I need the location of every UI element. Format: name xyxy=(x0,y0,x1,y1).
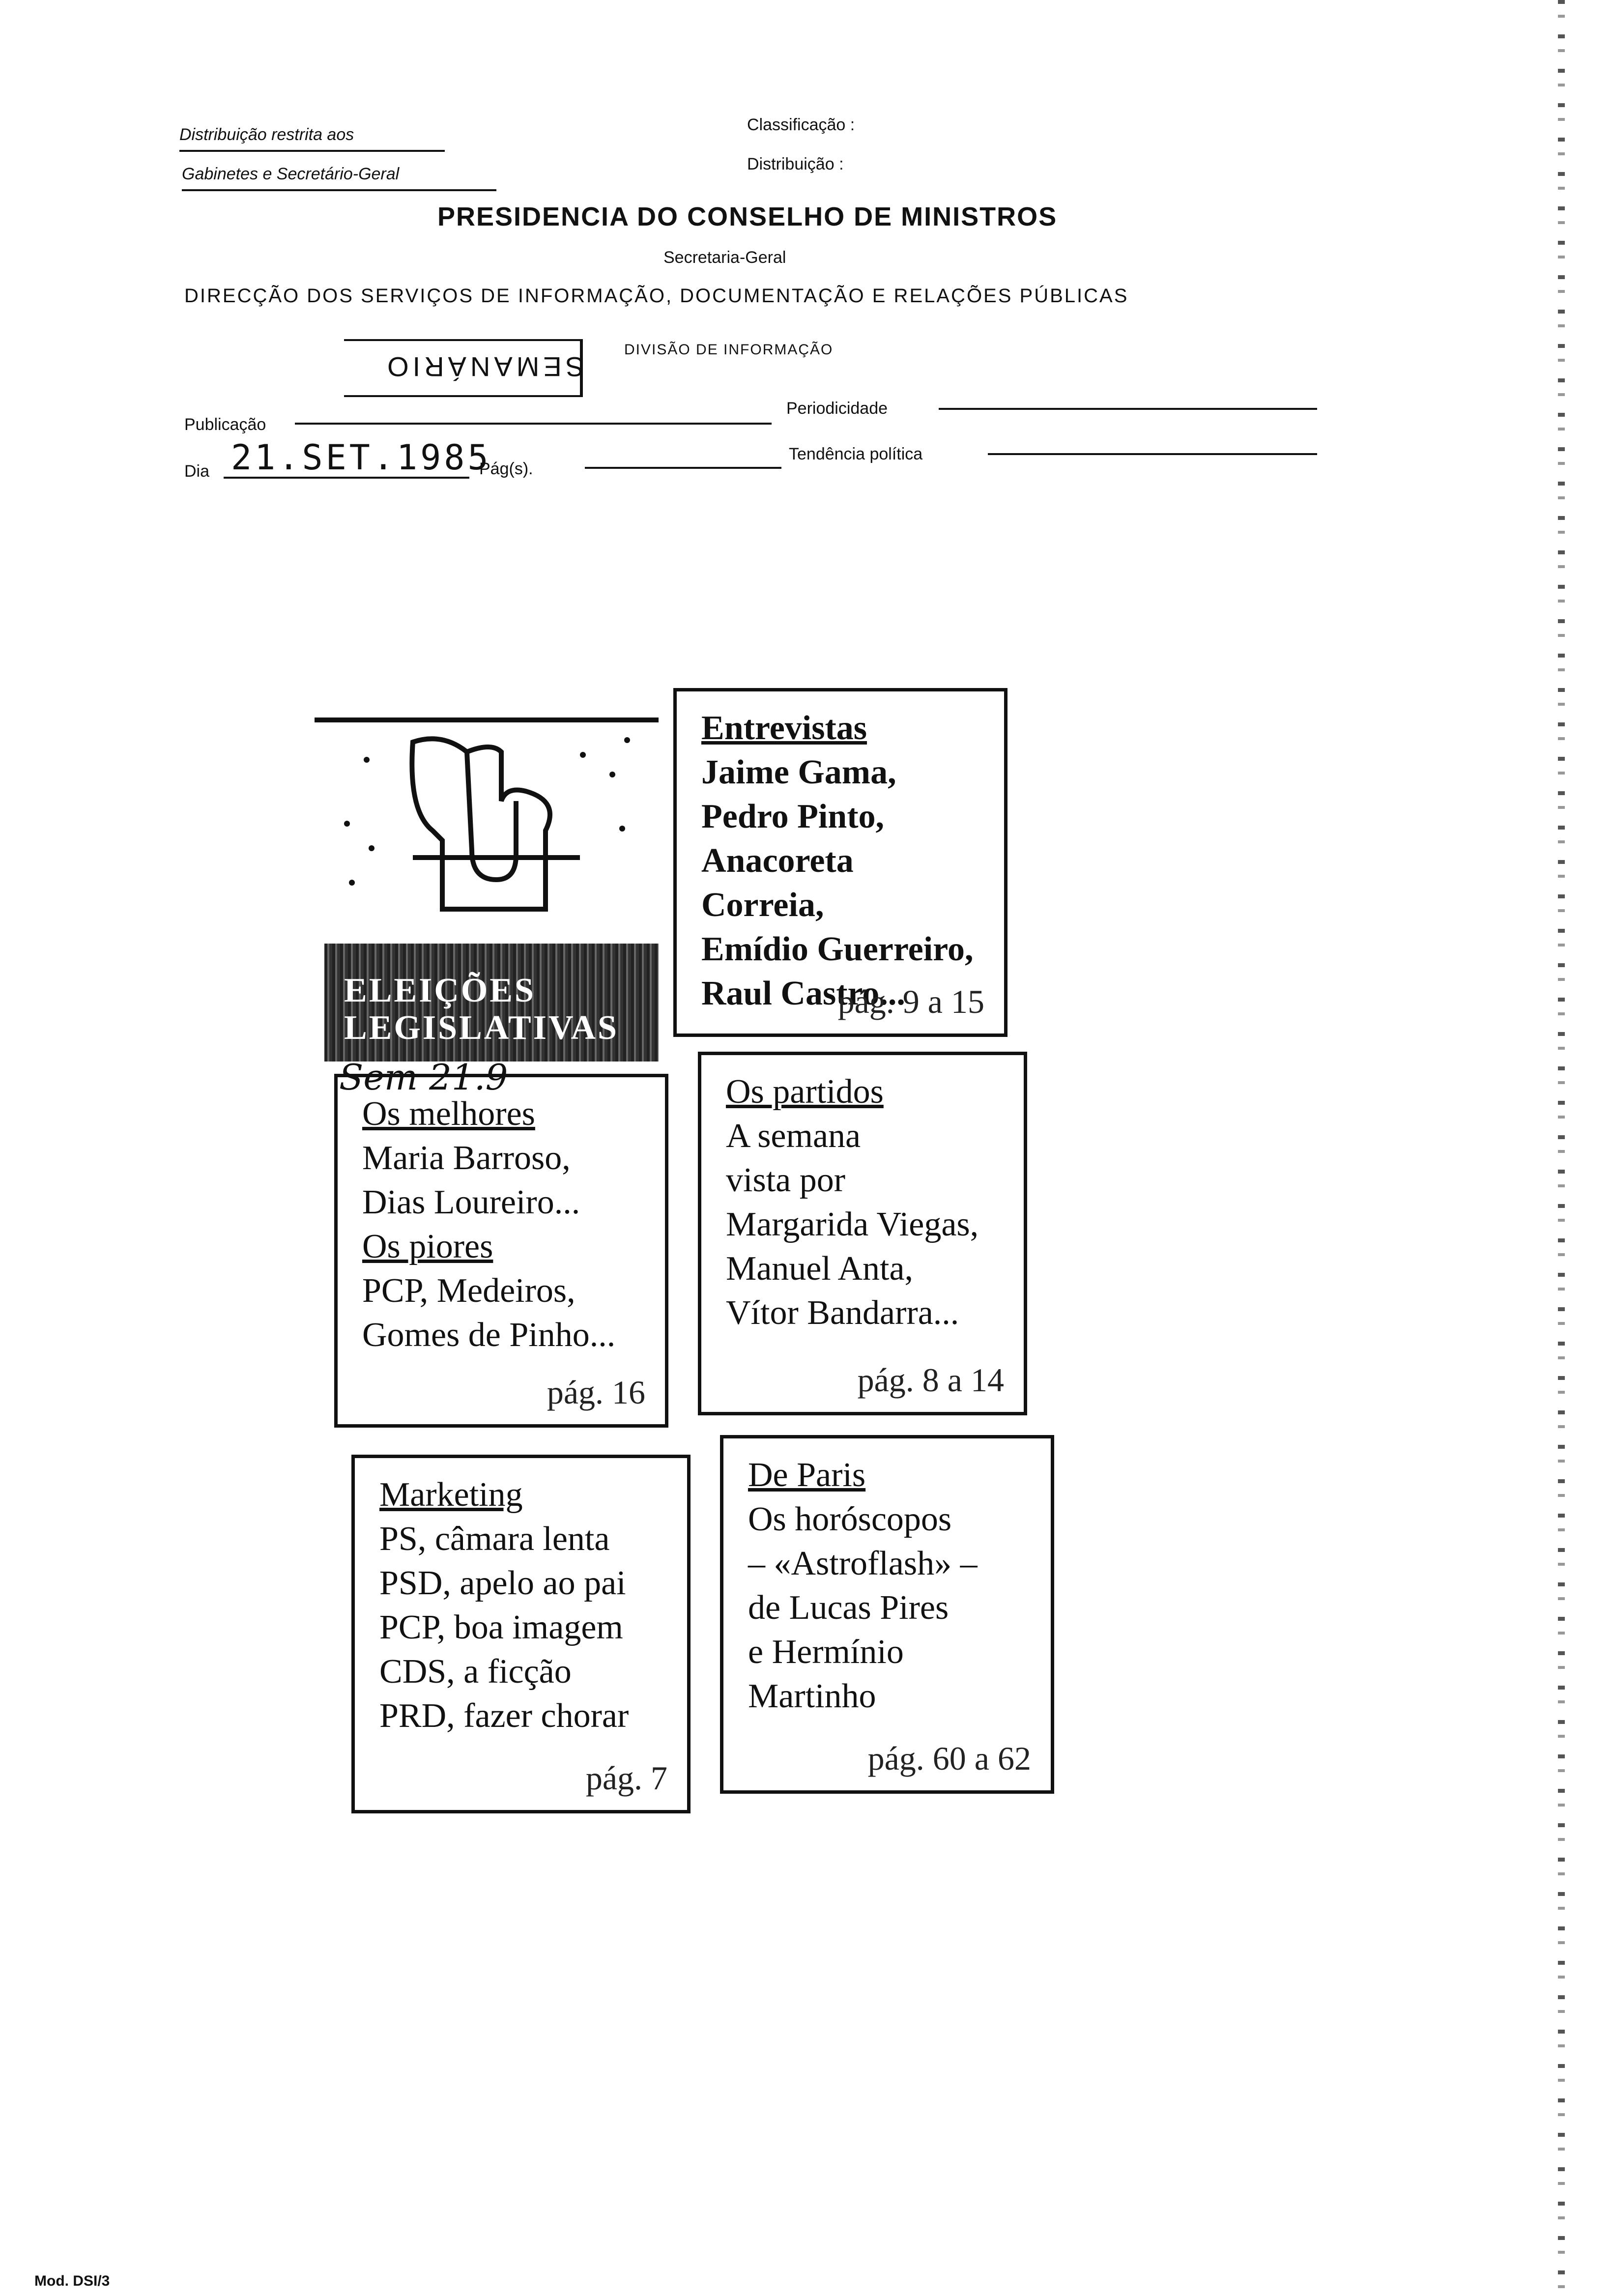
ballot-hand-icon xyxy=(409,736,580,912)
partidos-line: Vítor Bandarra... xyxy=(726,1294,959,1332)
tendencia-label: Tendência política xyxy=(789,445,923,463)
publicacao-label: Publicação xyxy=(184,415,266,434)
decor-dot xyxy=(364,757,370,763)
marketing-line: CDS, a ficção xyxy=(379,1653,572,1691)
restricted-underline1 xyxy=(179,150,445,152)
marketing-heading: Marketing xyxy=(379,1476,523,1514)
decor-dot xyxy=(624,737,630,743)
entrevistas-line: Emídio Guerreiro, xyxy=(701,930,974,968)
tendencia-line xyxy=(988,453,1317,455)
handwritten-note: Sem 21.9 xyxy=(339,1057,508,1098)
form-model-code: Mod. DSI/3 xyxy=(34,2273,110,2289)
partidos-page: pág. 8 a 14 xyxy=(857,1361,1004,1399)
stamp-text: SEMANÁRIO xyxy=(383,351,584,382)
entrevistas-line: Jaime Gama, xyxy=(701,753,896,791)
restricted-underline2 xyxy=(182,189,496,191)
logo-strip: ELEIÇÕES LEGISLATIVAS xyxy=(324,944,659,1062)
partidos-line: Margarida Viegas, xyxy=(726,1205,979,1243)
logo-line1: ELEIÇÕES xyxy=(344,972,536,1009)
melhores-page: pág. 16 xyxy=(547,1374,645,1411)
pags-label: Pág(s). xyxy=(479,459,533,478)
dia-label: Dia xyxy=(184,462,210,481)
melhores-line: PCP, Medeiros, xyxy=(362,1272,576,1310)
decor-dot xyxy=(344,821,350,827)
decor-dot xyxy=(619,826,625,832)
melhores-line: Gomes de Pinho... xyxy=(362,1316,616,1354)
marketing-page: pág. 7 xyxy=(585,1759,667,1797)
box-partidos: Os partidos A semana vista por Margarida… xyxy=(698,1052,1027,1415)
partidos-line: Manuel Anta, xyxy=(726,1250,914,1288)
periodicidade-line xyxy=(939,408,1317,410)
elections-logo: ELEIÇÕES LEGISLATIVAS xyxy=(315,718,659,1062)
dia-value: 21.SET.1985 xyxy=(231,437,491,478)
melhores-line: Dias Loureiro... xyxy=(362,1183,580,1221)
box-marketing: Marketing PS, câmara lenta PSD, apelo ao… xyxy=(351,1455,691,1813)
divisao-label: DIVISÃO DE INFORMAÇÃO xyxy=(624,342,834,358)
page-title: PRESIDENCIA DO CONSELHO DE MINISTROS xyxy=(437,202,1058,231)
dia-line xyxy=(224,477,469,479)
melhores-heading: Os melhores xyxy=(362,1095,535,1133)
box-melhores: Os melhores Maria Barroso, Dias Loureiro… xyxy=(334,1074,668,1428)
decor-dot xyxy=(349,880,355,886)
entrevistas-heading: Entrevistas xyxy=(701,709,867,747)
melhores-line: Maria Barroso, xyxy=(362,1139,571,1177)
decor-dot xyxy=(369,845,374,851)
entrevistas-line: Anacoreta Correia, xyxy=(701,842,854,924)
entrevistas-line: Pedro Pinto, xyxy=(701,798,885,835)
publicacao-line xyxy=(295,423,772,425)
paris-line: de Lucas Pires xyxy=(748,1589,949,1627)
partidos-line: vista por xyxy=(726,1161,846,1199)
box-entrevistas: Entrevistas Jaime Gama, Pedro Pinto, Ana… xyxy=(673,688,1008,1037)
paris-page: pág. 60 a 62 xyxy=(867,1740,1031,1777)
paris-line: Martinho xyxy=(748,1677,876,1715)
scan-edge xyxy=(1558,0,1565,2296)
logo-line2: LEGISLATIVAS xyxy=(344,1009,619,1047)
entrevistas-line: Raul Castro... xyxy=(701,975,905,1012)
marketing-line: PRD, fazer chorar xyxy=(379,1697,629,1735)
restricted-distribution-line1: Distribuição restrita aos xyxy=(179,125,354,144)
direccao-line: DIRECÇÃO DOS SERVIÇOS DE INFORMAÇÃO, DOC… xyxy=(184,285,1129,307)
marketing-line: PCP, boa imagem xyxy=(379,1608,623,1646)
paris-line: Os horóscopos xyxy=(748,1500,952,1538)
paris-heading: De Paris xyxy=(748,1456,866,1494)
marketing-line: PSD, apelo ao pai xyxy=(379,1564,626,1602)
classificacao-label: Classificação : xyxy=(747,115,855,134)
decor-dot xyxy=(580,752,586,758)
restricted-distribution-line2: Gabinetes e Secretário-Geral xyxy=(182,165,400,183)
pags-line xyxy=(585,467,781,469)
partidos-line: A semana xyxy=(726,1117,861,1155)
publication-stamp: SEMANÁRIO xyxy=(344,339,584,397)
entrevistas-page: pág. 9 a 15 xyxy=(837,983,984,1020)
partidos-heading: Os partidos xyxy=(726,1073,884,1111)
decor-dot xyxy=(609,772,615,777)
paris-line: e Hermínio xyxy=(748,1633,904,1671)
piores-heading: Os piores xyxy=(362,1228,493,1265)
distribuicao-label: Distribuição : xyxy=(747,155,844,173)
paris-line: – «Astroflash» – xyxy=(748,1545,978,1582)
box-paris: De Paris Os horóscopos – «Astroflash» – … xyxy=(720,1435,1054,1794)
periodicidade-label: Periodicidade xyxy=(786,399,888,418)
marketing-line: PS, câmara lenta xyxy=(379,1520,610,1558)
page-subtitle: Secretaria-Geral xyxy=(663,248,786,267)
